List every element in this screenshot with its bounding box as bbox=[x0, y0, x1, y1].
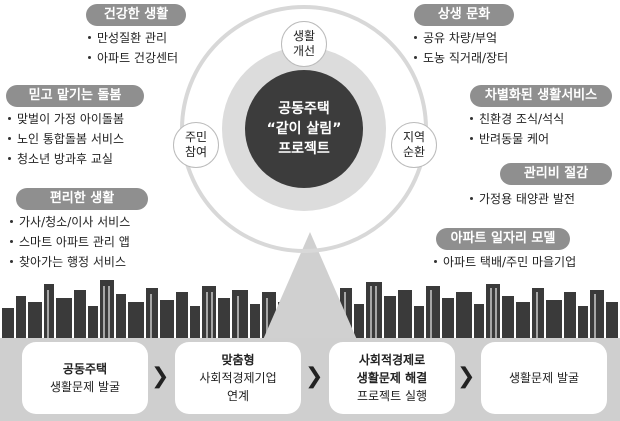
category-items: 아파트 택배/주민 마을기업 bbox=[434, 252, 576, 272]
node-label: 생활 bbox=[292, 29, 316, 43]
chevron-right-icon: ❯ bbox=[305, 364, 324, 389]
node-label: 개선 bbox=[292, 44, 316, 58]
category-items: 만성질환 관리 아파트 건강센터 bbox=[88, 28, 178, 68]
flow-step-heading: 공동주택 bbox=[62, 362, 108, 376]
city-skyline-left bbox=[2, 280, 290, 342]
center-title: 공동주택 “같이 살림” 프로젝트 bbox=[245, 99, 363, 159]
list-item: 아파트 건강센터 bbox=[88, 48, 178, 68]
list-item: 노인 통합돌봄 서비스 bbox=[8, 129, 124, 149]
chevron-right-icon: ❯ bbox=[457, 364, 476, 389]
category-trusted-care: 믿고 맡기는 돌봄 bbox=[6, 85, 144, 107]
list-item: 반려동물 케어 bbox=[470, 129, 564, 149]
category-convenient-life: 편리한 생활 bbox=[16, 188, 148, 210]
node-local-circulation: 지역 순환 bbox=[391, 122, 437, 168]
node-label: 지역 bbox=[402, 130, 426, 144]
category-maintenance-savings: 관리비 절감 bbox=[500, 163, 612, 185]
chevron-right-icon: ❯ bbox=[151, 364, 170, 389]
city-skyline-right bbox=[324, 282, 618, 342]
list-item: 가사/청소/이사 서비스 bbox=[10, 212, 130, 232]
flow-step-3: 사회적경제로 생활문제 해결 프로젝트 실행 bbox=[329, 342, 455, 414]
node-label: 주민 bbox=[184, 130, 208, 144]
list-item: 만성질환 관리 bbox=[88, 28, 178, 48]
list-item: 공유 차량/부엌 bbox=[414, 28, 508, 48]
list-item: 도농 직거래/장터 bbox=[414, 48, 508, 68]
flow-step-heading: 맞춤형 bbox=[221, 353, 255, 367]
flow-step-heading: 사회적경제로 생활문제 해결 bbox=[356, 353, 428, 385]
flow-step-text: 사회적경제기업 bbox=[199, 371, 277, 385]
flow-step-text: 프로젝트 실행 bbox=[356, 389, 428, 403]
category-coexistence-culture: 상생 문화 bbox=[414, 4, 514, 26]
list-item: 가정용 태양관 발전 bbox=[470, 189, 575, 209]
category-healthy-life: 건강한 생활 bbox=[86, 4, 186, 26]
core-circle bbox=[245, 70, 363, 188]
node-label: 순환 bbox=[402, 145, 426, 159]
flow-step-text: 연계 bbox=[226, 389, 250, 403]
center-title-line3: 프로젝트 bbox=[278, 141, 330, 157]
category-items: 가사/청소/이사 서비스 스마트 아파트 관리 앱 찾아가는 행정 서비스 bbox=[10, 212, 130, 272]
category-apartment-jobs: 아파트 일자리 모델 bbox=[436, 228, 570, 250]
category-items: 가정용 태양관 발전 bbox=[470, 189, 575, 209]
node-resident-participation: 주민 참여 bbox=[173, 122, 219, 168]
flow-step-1: 공동주택 생활문제 발굴 bbox=[22, 342, 148, 414]
flow-step-4: 생활문제 발굴 bbox=[481, 342, 607, 414]
center-title-line2: “같이 살림” bbox=[266, 121, 342, 137]
flow-step-text: 생활문제 발굴 bbox=[508, 371, 580, 385]
pointer-triangle bbox=[262, 232, 358, 342]
list-item: 맞벌이 가정 아이돌봄 bbox=[8, 109, 124, 129]
list-item: 스마트 아파트 관리 앱 bbox=[10, 232, 130, 252]
flow-step-text: 생활문제 발굴 bbox=[49, 380, 121, 394]
node-label: 참여 bbox=[184, 145, 208, 159]
category-items: 친환경 조식/석식 반려동물 케어 bbox=[470, 109, 564, 149]
category-items: 공유 차량/부엌 도농 직거래/장터 bbox=[414, 28, 508, 68]
center-title-line1: 공동주택 bbox=[278, 101, 330, 117]
list-item: 친환경 조식/석식 bbox=[470, 109, 564, 129]
node-life-improvement: 생활 개선 bbox=[281, 21, 327, 67]
list-item: 아파트 택배/주민 마을기업 bbox=[434, 252, 576, 272]
category-items: 맞벌이 가정 아이돌봄 노인 통합돌봄 서비스 청소년 방과후 교실 bbox=[8, 109, 124, 169]
flow-step-2: 맞춤형 사회적경제기업 연계 bbox=[175, 342, 301, 414]
list-item: 찾아가는 행정 서비스 bbox=[10, 252, 130, 272]
list-item: 청소년 방과후 교실 bbox=[8, 149, 124, 169]
category-differentiated-services: 차별화된 생활서비스 bbox=[470, 85, 612, 107]
